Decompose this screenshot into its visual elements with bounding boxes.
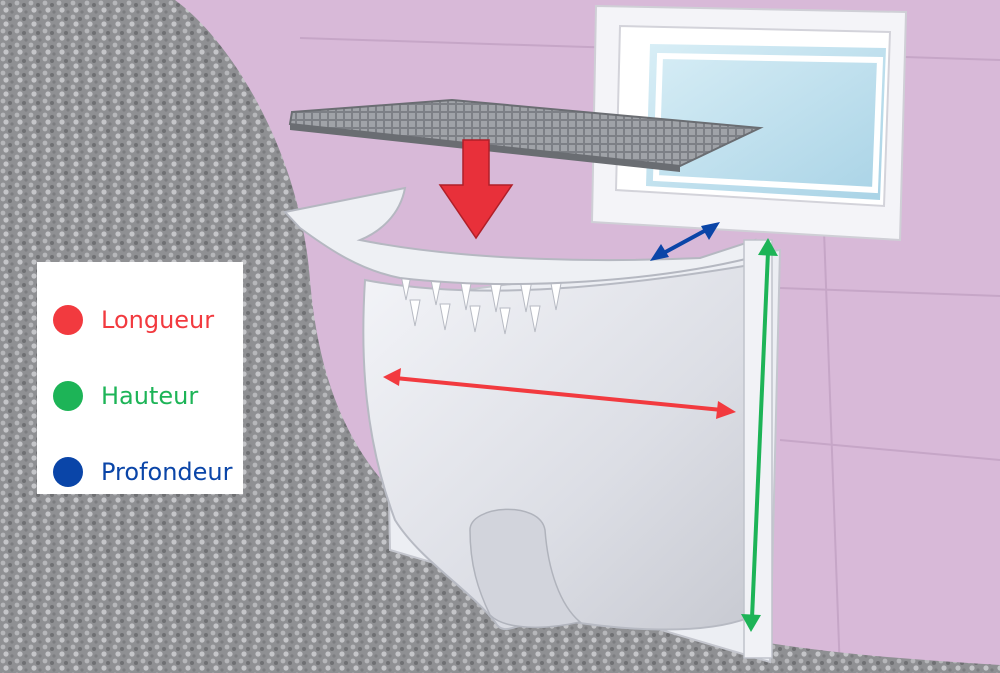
blue-dot-icon	[53, 457, 83, 487]
green-dot-icon	[53, 381, 83, 411]
legend-label-length: Longueur	[101, 306, 215, 334]
well-drain-outlet	[469, 508, 582, 629]
legend-label-depth: Profondeur	[101, 458, 233, 486]
dimension-legend: Longueur Hauteur Profondeur	[37, 262, 243, 494]
install-down-arrow	[438, 139, 514, 240]
legend-label-height: Hauteur	[101, 382, 199, 410]
legend-item-depth: Profondeur	[37, 434, 243, 510]
legend-item-height: Hauteur	[37, 358, 243, 434]
length-dimension-arrow	[383, 368, 736, 419]
legend-item-length: Longueur	[37, 282, 243, 358]
light-well	[283, 186, 782, 664]
height-dimension-arrow	[741, 238, 778, 632]
basement-window	[590, 4, 908, 242]
depth-dimension-arrow	[650, 222, 720, 261]
grate	[288, 98, 764, 168]
well-ribs	[399, 269, 563, 335]
red-dot-icon	[53, 305, 83, 335]
